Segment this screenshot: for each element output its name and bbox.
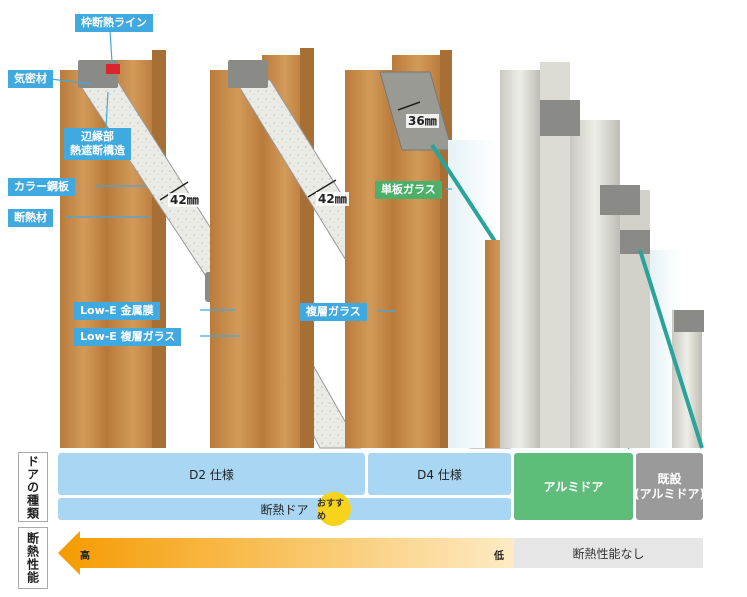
performance-low-label: 低 — [494, 551, 504, 562]
dimension-label-aluminum: 36㎜ — [406, 114, 439, 128]
door-panel-aluminum — [345, 50, 632, 450]
callout-low-e-film: Low-E 金属膜 — [74, 302, 160, 320]
performance-high-label: 高 — [80, 551, 90, 562]
cell-insulated-door: 断熱ドア — [58, 498, 511, 520]
callout-double-glass: 複層ガラス — [300, 303, 367, 321]
callout-single-glass: 単板ガラス — [375, 181, 442, 199]
cell-d4-spec: D4 仕様 — [368, 453, 511, 495]
row-label-door-type: ドアの種類 — [18, 452, 48, 522]
callout-edge-thermal-break: 辺縁部 熱遮断構造 — [64, 128, 131, 160]
cell-no-insulation: 断熱性能なし — [514, 538, 703, 568]
callout-airtight-material: 気密材 — [8, 70, 53, 88]
dimension-label-d2: 42㎜ — [168, 193, 201, 207]
insulated-door-label: 断熱ドア — [260, 502, 309, 517]
callout-color-steel: カラー鋼板 — [8, 178, 75, 196]
performance-arrow — [58, 531, 514, 575]
cell-aluminum-door: アルミドア — [514, 453, 633, 520]
cell-d2-spec: D2 仕様 — [58, 453, 365, 495]
dimension-arrows — [159, 101, 421, 201]
callout-leader-lines — [41, 29, 452, 337]
door-panel-existing — [500, 62, 704, 449]
callout-insulation-material: 断熱材 — [8, 209, 53, 227]
dimension-label-d4: 42㎜ — [316, 192, 349, 206]
row-label-insulation-performance: 断熱性能 — [18, 527, 48, 589]
callout-low-e-double-glass: Low-E 複層ガラス — [74, 328, 182, 346]
callout-frame-insulation-line: 枠断熱ライン — [75, 14, 153, 32]
cell-existing-aluminum-door: 既設 (アルミドア) — [634, 453, 705, 520]
recommended-badge: おすすめ — [317, 492, 351, 526]
